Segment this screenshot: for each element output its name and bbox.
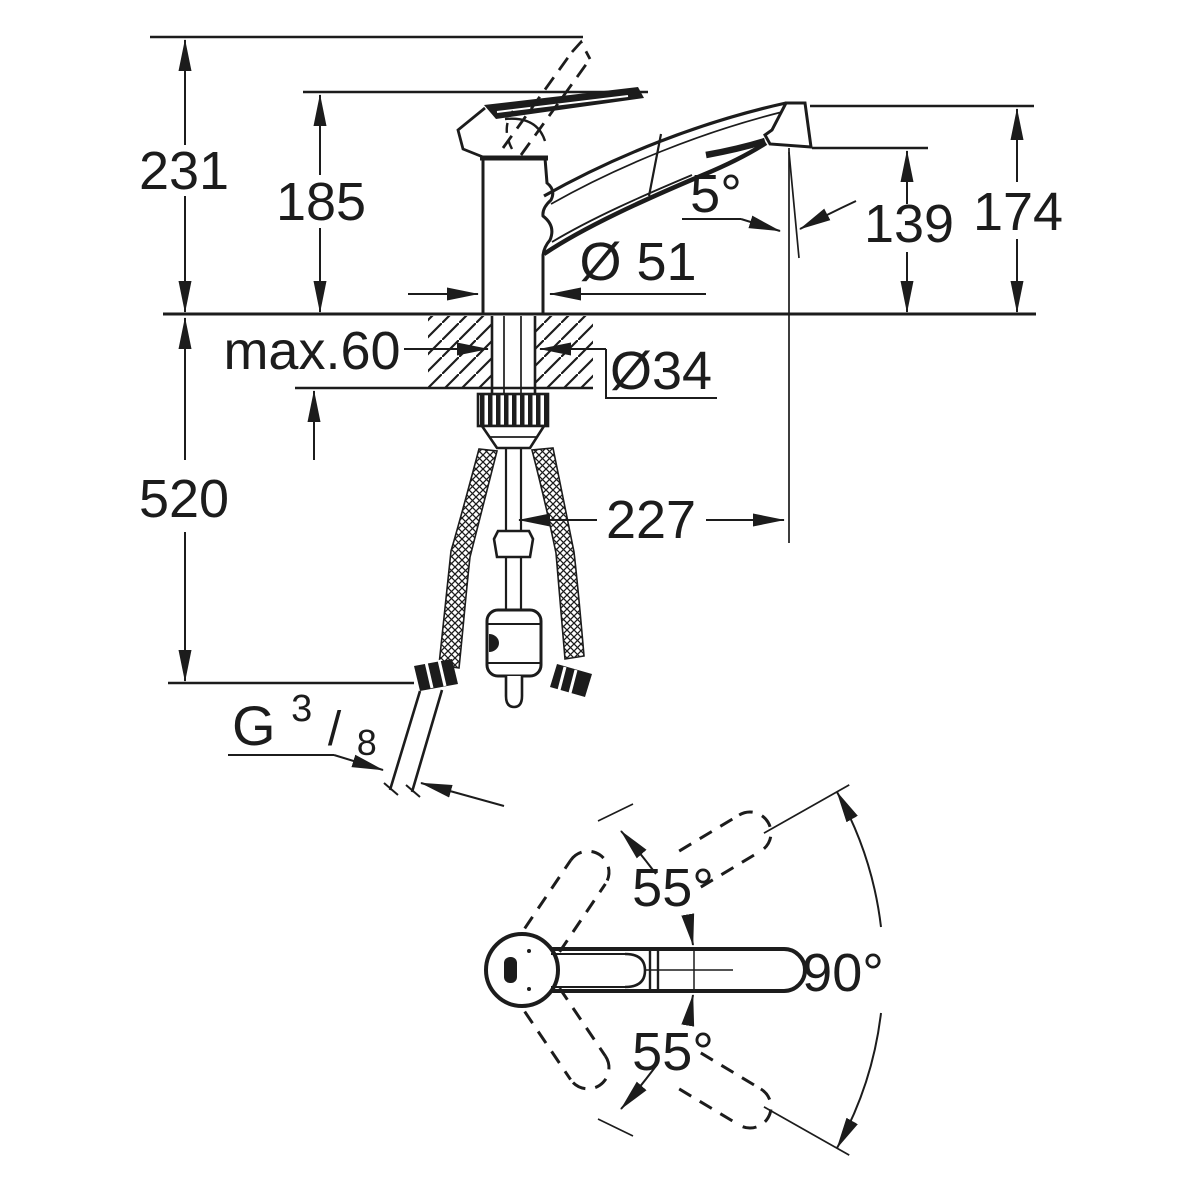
lever-top [504,957,517,983]
cartridge-dome [504,117,547,142]
dimension-labels: 231 185 174 139 5° Ø 51 max.60 Ø34 520 2… [139,141,1063,763]
dim-dia34-label: Ø34 [610,341,712,401]
outlet-axis-tilted [788,151,800,259]
mounting-nut [476,392,550,428]
dim-185-label: 185 [276,172,366,232]
swivel-position-lower-90 [678,1051,773,1130]
thread-letter: G [232,694,276,757]
faucet-body-top [484,932,560,1008]
hose-end [504,676,524,709]
top-view: 55° 55° 90° [484,784,884,1156]
hose-fitting-left [414,659,458,691]
spray-head [763,101,813,149]
dim-139-label: 139 [864,194,954,254]
spout [542,101,787,256]
angle-55-lower-label: 55° [632,1022,714,1082]
thread-numerator: 3 [291,688,312,730]
dim-5deg-label: 5° [690,164,742,224]
supply-hose-left [438,448,499,669]
swivel-position-upper-90 [678,810,773,889]
top-view-dimensions [597,784,882,1156]
side-view: 231 185 174 139 5° Ø 51 max.60 Ø34 520 2… [139,35,1063,807]
dim-231-label: 231 [139,141,229,201]
spout-top [551,947,807,993]
connection-tube [388,689,444,793]
dim-227-label: 227 [606,490,696,550]
dim-max60-label: max.60 [223,321,400,381]
thread-size-label: G 3 / 8 [232,670,377,763]
angle-55-upper-label: 55° [632,858,714,918]
dim-520-label: 520 [139,469,229,529]
countertop-hatch [428,316,593,387]
dimension-lines [178,39,1024,807]
swivel-position-lower-55 [523,987,611,1091]
top-view-labels: 55° 55° 90° [632,858,884,1082]
lever-handle-raised-dashed [501,39,592,156]
reference-lines [150,35,1036,685]
faucet-body [456,39,813,543]
pullout-hose [504,448,523,531]
dim-174-label: 174 [973,182,1063,242]
thread-denominator: 8 [357,722,377,763]
hose-connector [492,529,535,559]
lever-nose [456,106,486,159]
dim-dia51-label: Ø 51 [579,232,696,292]
under-counter-assembly [383,316,592,798]
swivel-position-upper-55 [523,849,611,953]
thread-slash: / [328,703,342,756]
angle-90-label: 90° [802,943,884,1003]
supply-hose-right [530,447,585,660]
